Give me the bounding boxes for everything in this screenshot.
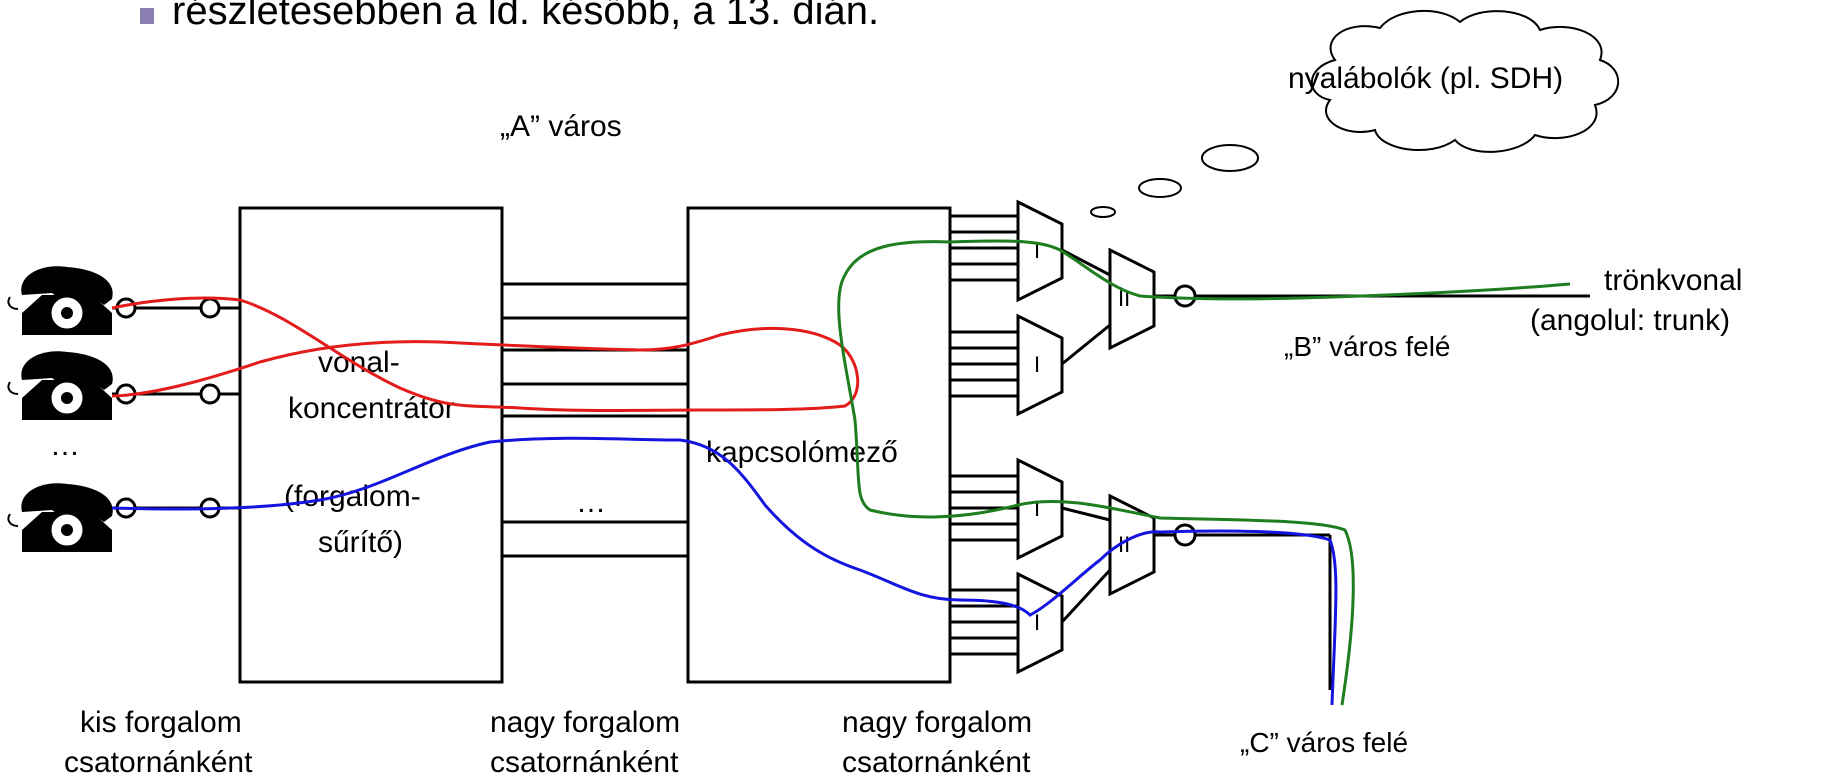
bottom-label-1-line1: kis forgalom bbox=[80, 706, 242, 739]
line-concentrator-box bbox=[238, 206, 504, 684]
mux-1a-label: I bbox=[1034, 238, 1040, 263]
top-partial-heading: részletesebben a ld. később, a 13. dián. bbox=[140, 0, 879, 33]
trunk-b-connector-icon bbox=[1173, 284, 1197, 308]
red-connection-path bbox=[111, 296, 860, 412]
mux-1c bbox=[1016, 457, 1064, 561]
bottom-label-2-line1: nagy forgalom bbox=[490, 706, 680, 739]
bottom-label-3-line2: csatornánként bbox=[842, 746, 1031, 779]
trunk-c-connector-icon bbox=[1173, 523, 1197, 547]
mux-1a bbox=[1016, 199, 1064, 303]
phones bbox=[7, 266, 113, 552]
trunk-connectors bbox=[1173, 284, 1197, 547]
connector-icon bbox=[115, 297, 137, 319]
trunk-label-1: trönkvonal bbox=[1604, 264, 1742, 297]
mux-1d bbox=[1016, 571, 1064, 675]
mux-level-1-group bbox=[1016, 199, 1064, 675]
mux-2-top bbox=[1108, 247, 1156, 351]
mux-1c-label: I bbox=[1034, 496, 1040, 521]
bottom-label-2-line2: csatornánként bbox=[490, 746, 679, 779]
concentrator-label-1: vonal- bbox=[318, 346, 400, 379]
connector-icon bbox=[199, 383, 221, 405]
switch-output-lines bbox=[950, 214, 1018, 656]
telephone-icon bbox=[7, 483, 113, 552]
trunk-label-2: (angolul: trunk) bbox=[1530, 304, 1730, 337]
subscriber-connectors bbox=[115, 297, 221, 519]
city-c-label: „C” város felé bbox=[1240, 727, 1408, 758]
switch-label: kapcsolómező bbox=[706, 436, 898, 469]
telephone-icon bbox=[7, 266, 113, 335]
bottom-label-3-line1: nagy forgalom bbox=[842, 706, 1032, 739]
mux-level-2-group bbox=[1108, 247, 1156, 597]
mux-2-bottom-label: II bbox=[1118, 532, 1130, 557]
green-connection-path bbox=[837, 239, 1571, 706]
subscriber-lines bbox=[112, 306, 240, 510]
concentrator-label-2: koncentrátor bbox=[288, 392, 455, 425]
cloud-icon bbox=[1090, 10, 1620, 218]
mux-1b bbox=[1016, 313, 1064, 417]
trunks-ellipsis: … bbox=[576, 486, 606, 519]
phones-ellipsis: … bbox=[50, 429, 80, 462]
bottom-label-1-line2: csatornánként bbox=[64, 746, 253, 779]
mux-2-bottom bbox=[1108, 493, 1156, 597]
cloud-label: nyalábolók (pl. SDH) bbox=[1288, 62, 1563, 95]
mux-1b-label: I bbox=[1034, 352, 1040, 377]
bullet-icon bbox=[140, 8, 154, 24]
mux-1d-label: I bbox=[1034, 610, 1040, 635]
concentrator-label-4: sűrítő) bbox=[318, 526, 403, 559]
blue-connection-path bbox=[111, 436, 1338, 706]
top-partial-text: részletesebben a ld. később, a 13. dián. bbox=[172, 0, 879, 33]
switching-field-box bbox=[686, 206, 952, 684]
concentrator-label-3: (forgalom- bbox=[284, 480, 421, 513]
city-a-label: „A” város bbox=[500, 110, 622, 143]
connector-icon bbox=[199, 297, 221, 319]
city-b-label: „B” város felé bbox=[1284, 331, 1451, 362]
mux-interconnect bbox=[1060, 248, 1112, 624]
telephone-icon bbox=[7, 351, 113, 420]
